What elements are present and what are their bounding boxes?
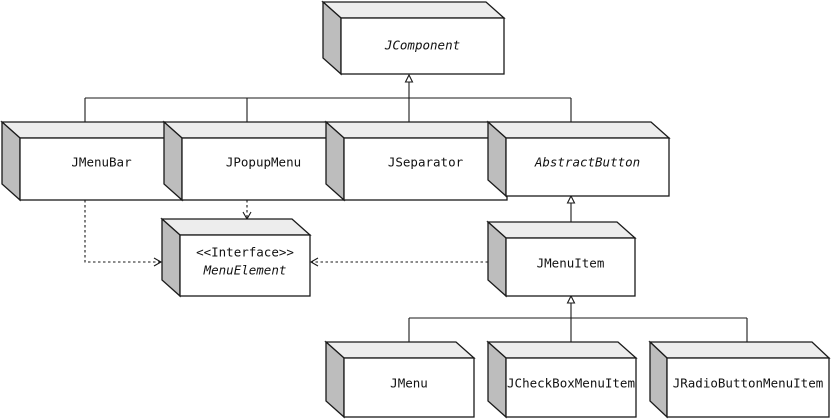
node-label: JMenu xyxy=(390,376,428,391)
node-label: JMenuBar xyxy=(71,155,132,170)
node-jmenubar: JMenuBar xyxy=(0,120,185,202)
node-label: JPopupMenu xyxy=(226,155,301,170)
node-menuelement: <<Interface>> MenuElement xyxy=(160,217,312,298)
node-label: JComponent xyxy=(384,38,460,53)
node-jcheckboxmenuitem: JCheckBoxMenuItem xyxy=(486,340,638,419)
node-label: JCheckBoxMenuItem xyxy=(507,376,635,391)
node-abstractbutton: AbstractButton xyxy=(486,120,671,198)
node-label: JSeparator xyxy=(388,155,464,170)
inheritance-arrowhead xyxy=(566,194,576,204)
inheritance-lines-jmenuitem xyxy=(408,294,748,342)
node-jradiobuttonmenuitem: JRadioButtonMenuItem xyxy=(648,340,831,419)
node-jseparator: JSeparator xyxy=(324,120,509,202)
node-label: JMenuItem xyxy=(537,256,605,271)
inheritance-arrowhead xyxy=(404,73,414,83)
node-jcomponent: JComponent xyxy=(321,0,506,76)
node-label: JRadioButtonMenuItem xyxy=(673,376,824,391)
inheritance-line-abstractbutton xyxy=(566,194,576,222)
node-jmenuitem: JMenuItem xyxy=(486,220,637,298)
node-label: MenuElement xyxy=(203,263,287,278)
node-stereotype: <<Interface>> xyxy=(196,245,294,260)
node-label: AbstractButton xyxy=(534,155,640,170)
inheritance-lines-jcomponent xyxy=(84,73,572,122)
inheritance-arrowhead xyxy=(566,294,576,304)
node-jmenu: JMenu xyxy=(324,340,476,419)
node-jpopupmenu: JPopupMenu xyxy=(162,120,347,202)
